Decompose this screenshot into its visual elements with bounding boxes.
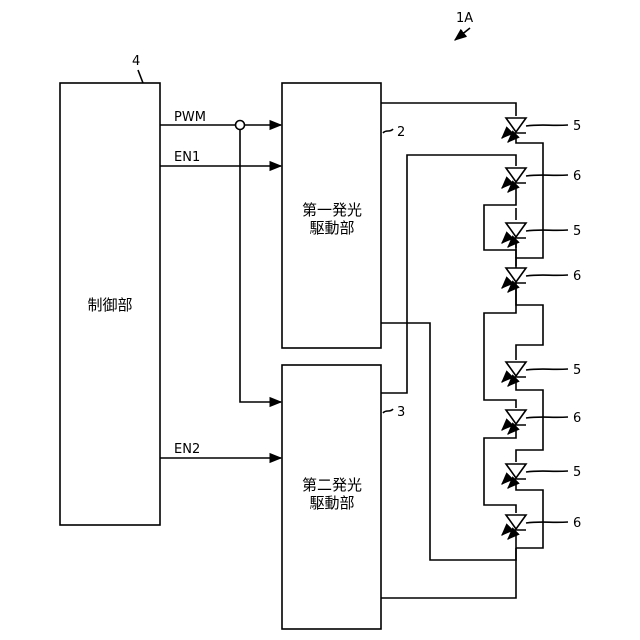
led-ref-label: 6 <box>573 516 581 531</box>
led-emission-arrow <box>502 424 508 430</box>
led-ref-label: 6 <box>573 411 581 426</box>
controller-ref-leader <box>138 70 143 83</box>
led-group: 5 6 5 6 5 6 5 6 <box>502 118 581 539</box>
led-emission-arrow <box>508 428 514 434</box>
led-2: 6 <box>502 168 581 192</box>
pwm-label: PWM <box>174 110 206 125</box>
controller-ref: 4 <box>132 54 140 69</box>
led-4: 6 <box>502 268 581 292</box>
driver2-label-line2: 駆動部 <box>309 494 354 512</box>
led-ref-leader <box>526 522 568 523</box>
led-ref-leader <box>526 275 568 276</box>
led-ref-label: 6 <box>573 269 581 284</box>
led-emission-arrow <box>508 136 514 142</box>
driver2-out-b <box>381 568 516 598</box>
pwm-branch-line <box>240 130 281 403</box>
led-emission-arrow <box>502 529 508 535</box>
driver2-out-a <box>381 155 516 393</box>
led-triangle <box>506 464 526 478</box>
chain-5-3 <box>516 380 543 462</box>
led-ref-leader <box>526 417 568 418</box>
en1-label: EN1 <box>174 150 200 165</box>
led-5: 5 <box>502 362 581 386</box>
led-emission-arrow <box>502 478 508 484</box>
led-triangle <box>506 362 526 376</box>
pwm-junction <box>236 121 245 130</box>
led-ref-label: 5 <box>573 224 581 239</box>
led-emission-arrow <box>508 533 514 539</box>
driver2-label-line1: 第二発光 <box>302 476 362 494</box>
led-6: 6 <box>502 410 581 434</box>
led-triangle <box>506 410 526 424</box>
led-emission-arrow <box>502 376 508 382</box>
driver2-ref-leader <box>383 409 393 413</box>
led-emission-arrow <box>502 282 508 288</box>
led-8: 6 <box>502 515 581 539</box>
chain-6-2 <box>516 286 543 360</box>
driver1-label-line2: 駆動部 <box>309 219 354 237</box>
led-ref-label: 6 <box>573 169 581 184</box>
led-emission-arrow <box>508 241 514 247</box>
figure-ref: 1A <box>456 11 473 26</box>
led-ref-leader <box>526 230 568 231</box>
led-emission-arrow <box>502 132 508 138</box>
chain-5-1 <box>516 136 543 266</box>
led-emission-arrow <box>508 186 514 192</box>
led-ref-leader <box>526 369 568 370</box>
driver1-out-b <box>381 323 516 560</box>
led-triangle <box>506 168 526 182</box>
led-emission-arrow <box>508 286 514 292</box>
led-ref-leader <box>526 175 568 176</box>
driver1-ref: 2 <box>397 125 405 140</box>
led-7: 5 <box>502 464 581 488</box>
driver1-ref-leader <box>383 129 393 133</box>
led-triangle <box>506 268 526 282</box>
driver2-ref: 3 <box>397 405 405 420</box>
led-emission-arrow <box>502 182 508 188</box>
driver1-label-line1: 第一発光 <box>302 201 362 219</box>
driver1-out-a <box>381 103 516 116</box>
led-triangle <box>506 118 526 132</box>
led-ref-leader <box>526 471 568 472</box>
led-emission-arrow <box>502 237 508 243</box>
led-emission-arrow <box>508 380 514 386</box>
led-emission-arrow <box>508 482 514 488</box>
chain-6-1 <box>484 186 516 258</box>
figure-ref-pointer <box>455 28 470 40</box>
led-1: 5 <box>502 118 581 142</box>
led-ref-label: 5 <box>573 119 581 134</box>
led-triangle <box>506 515 526 529</box>
led-ref-label: 5 <box>573 465 581 480</box>
led-ref-label: 5 <box>573 363 581 378</box>
controller-label: 制御部 <box>87 296 132 314</box>
led-3: 5 <box>502 223 581 247</box>
en2-label: EN2 <box>174 442 200 457</box>
led-ref-leader <box>526 125 568 126</box>
led-triangle <box>506 223 526 237</box>
